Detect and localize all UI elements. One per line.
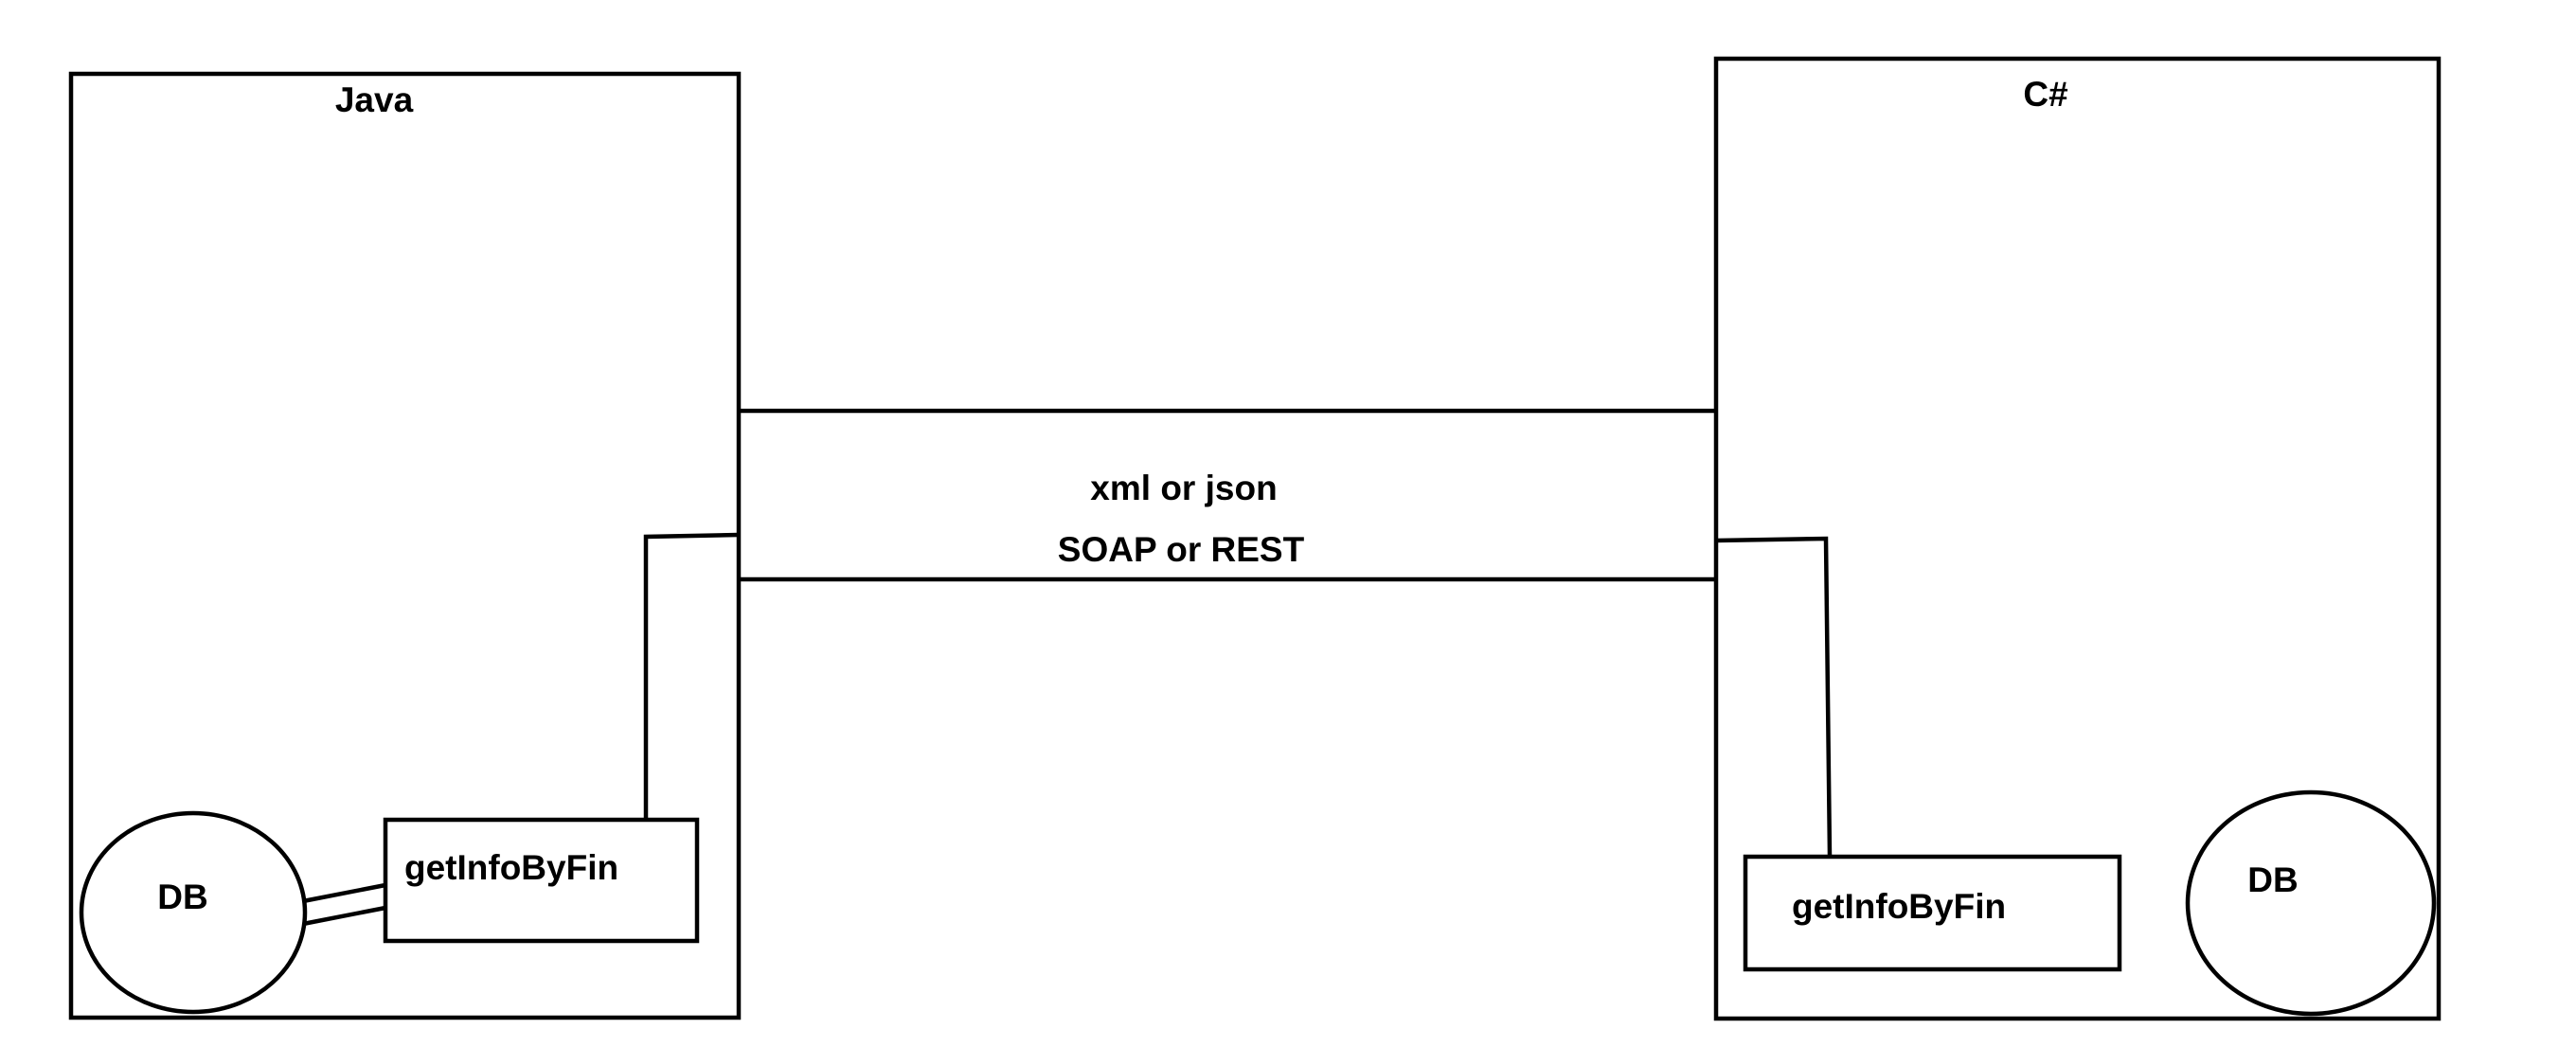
java-method-label: getInfoByFin <box>404 848 618 887</box>
csharp-system-title: C# <box>2023 75 2067 114</box>
csharp-db-ellipse <box>2185 789 2437 1017</box>
channel-protocol-label: SOAP or REST <box>1058 530 1305 569</box>
csharp-method-endpoint-link <box>1715 536 1833 858</box>
java-system-title: Java <box>335 80 414 119</box>
csharp-method-label: getInfoByFin <box>1792 887 2006 926</box>
java-db-method-link-lower <box>302 905 386 927</box>
csharp-method-box <box>1743 854 2122 972</box>
java-db-label: DB <box>157 878 207 916</box>
java-system-box <box>68 71 742 1020</box>
channel-format-label: xml or json <box>1090 469 1277 507</box>
java-db-method-link-upper <box>302 882 386 904</box>
csharp-db-label: DB <box>2247 860 2298 899</box>
java-method-box <box>383 817 700 944</box>
java-db-ellipse <box>79 810 308 1015</box>
java-method-endpoint-link <box>643 532 740 820</box>
